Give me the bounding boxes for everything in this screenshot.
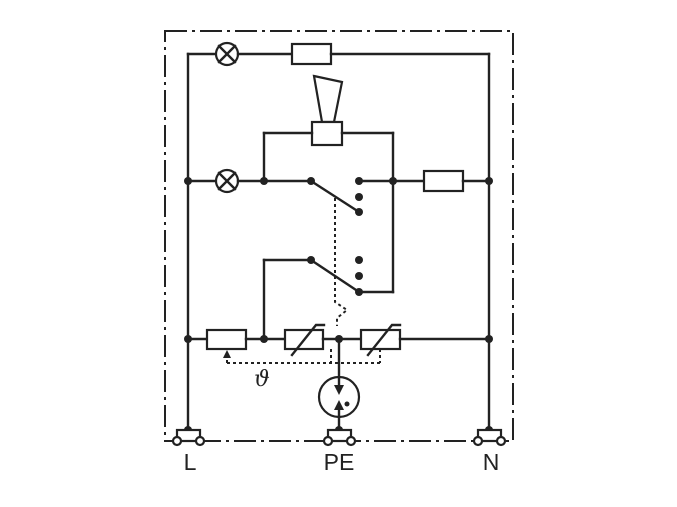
junction-dot	[335, 335, 343, 343]
varistor-icon	[283, 323, 326, 357]
switch-2-contact-dot	[355, 256, 363, 264]
terminal-n	[472, 428, 507, 447]
switch-2-contact-dot	[355, 288, 363, 296]
junction-dots	[184, 177, 493, 434]
junction-dot	[260, 177, 268, 185]
terminal-label-pe: PE	[324, 449, 355, 475]
terminal-block	[326, 428, 353, 443]
junction-dot	[184, 177, 192, 185]
lamp-mid-cross-b	[217, 171, 237, 191]
lamp-top-cross-b	[217, 44, 237, 64]
terminal-label-l: L	[184, 449, 197, 475]
junction-dot	[260, 335, 268, 343]
thermal-fuse	[205, 328, 248, 351]
resistor-mid	[422, 169, 465, 193]
varistor-1-slash	[290, 323, 326, 357]
switch-1-contact-dot	[355, 177, 363, 185]
terminal-l	[171, 428, 206, 447]
switch-2-contact-dot	[355, 272, 363, 280]
thermal-symbol: ϑ	[254, 367, 270, 392]
gdt-dot	[344, 401, 350, 407]
switch-linkage	[334, 198, 349, 326]
horn-coil	[310, 120, 344, 147]
resistor-top	[290, 42, 333, 66]
switch-1-blade	[309, 179, 361, 214]
terminal-block	[476, 428, 503, 443]
terminal-label-n: N	[483, 449, 500, 475]
switch-1-pivot-dot	[307, 177, 315, 185]
lamp-icon	[214, 41, 240, 67]
horn-bell	[312, 74, 344, 124]
terminal-pe	[322, 428, 357, 447]
switch-1-contact-dot	[355, 193, 363, 201]
terminal-screw	[495, 435, 507, 447]
switch-1-contact-dot	[355, 208, 363, 216]
terminal-screw	[194, 435, 206, 447]
lamp-icon	[214, 168, 240, 194]
junction-dot	[485, 177, 493, 185]
gas-discharge-tube-icon	[317, 375, 361, 419]
terminal-block	[175, 428, 202, 443]
thermal-arrow-icon	[223, 350, 231, 358]
varistor-2-slash	[366, 323, 402, 357]
junction-dot	[389, 177, 397, 185]
terminal-screw	[322, 435, 334, 447]
switch-2-pivot-dot	[307, 256, 315, 264]
gdt-up-arrow-icon	[334, 400, 344, 410]
terminal-screw	[345, 435, 357, 447]
junction-dot	[184, 335, 192, 343]
junction-dot	[485, 335, 493, 343]
horn-icon	[310, 74, 344, 147]
terminal-screw	[472, 435, 484, 447]
gdt-down-arrow-icon	[334, 385, 344, 395]
terminal-screw	[171, 435, 183, 447]
